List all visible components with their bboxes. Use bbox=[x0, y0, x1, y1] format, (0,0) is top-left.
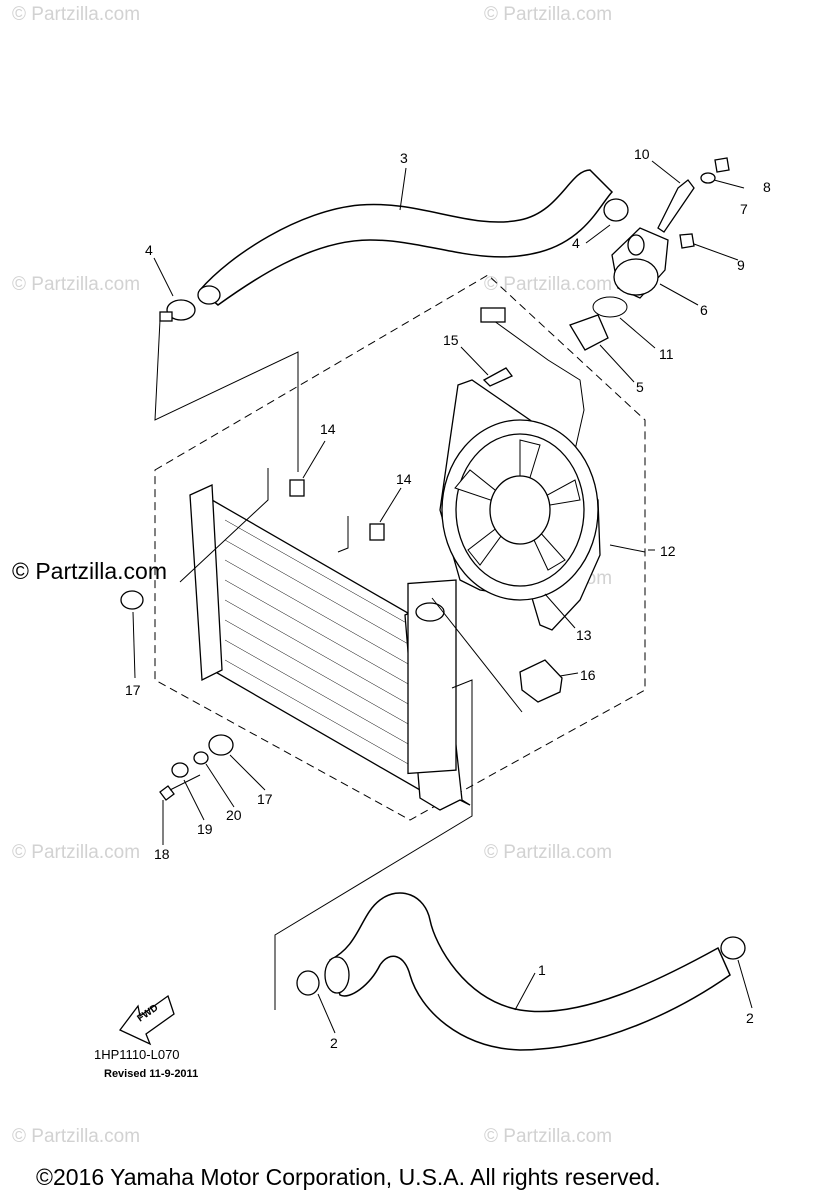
radiator-core bbox=[211, 498, 421, 792]
cover-outlet bbox=[613, 258, 659, 296]
callout-17: 17 bbox=[125, 682, 141, 698]
cover-neck bbox=[627, 234, 645, 256]
diagram-code: 1HP1110-L070 bbox=[94, 1047, 180, 1062]
watermark: © Partzilla.com bbox=[484, 1126, 613, 1147]
watermark: © Partzilla.com bbox=[12, 4, 141, 25]
washer bbox=[171, 762, 189, 778]
callout-14: 14 bbox=[320, 421, 336, 437]
lower-hose bbox=[329, 892, 731, 1051]
callout-4: 4 bbox=[145, 242, 153, 258]
fan-bolt bbox=[482, 367, 514, 387]
callout-2: 2 bbox=[330, 1035, 338, 1051]
watermark: © Partzilla.com bbox=[484, 274, 613, 295]
hose-end bbox=[197, 285, 221, 305]
callout-10: 10 bbox=[634, 146, 650, 162]
radiator-fins bbox=[224, 519, 411, 766]
radiator-cap bbox=[519, 659, 563, 703]
clip-nut bbox=[369, 523, 385, 541]
upper-hose bbox=[198, 169, 614, 306]
watermark: © Partzilla.com bbox=[12, 842, 141, 863]
copyright-footer: ©2016 Yamaha Motor Corporation, U.S.A. A… bbox=[36, 1164, 661, 1190]
fan-hub bbox=[489, 475, 551, 545]
hose-end bbox=[324, 956, 350, 994]
watermark: © Partzilla.com bbox=[484, 4, 613, 25]
thermostat bbox=[569, 314, 609, 351]
callout-12: 12 bbox=[660, 543, 676, 559]
callout-1: 1 bbox=[538, 962, 546, 978]
reference-lines bbox=[154, 319, 646, 1010]
callout-3: 3 bbox=[400, 150, 408, 166]
hose-clamp bbox=[603, 198, 629, 222]
fwd-arrow-icon: FWD bbox=[118, 994, 175, 1046]
callout-15: 15 bbox=[443, 332, 459, 348]
washer bbox=[700, 172, 716, 184]
callout-5: 5 bbox=[636, 379, 644, 395]
watermark: © Partzilla.com bbox=[484, 842, 613, 863]
leader-lines bbox=[132, 160, 753, 1034]
watermark: © Partzilla.com bbox=[12, 1126, 141, 1147]
grommet bbox=[208, 734, 234, 756]
watermark-dark: © Partzilla.com bbox=[12, 558, 167, 584]
hose-clamp bbox=[296, 970, 320, 996]
hose-clamp bbox=[720, 936, 746, 960]
callout-2: 2 bbox=[746, 1010, 754, 1026]
filler-neck bbox=[415, 602, 445, 622]
bolt bbox=[657, 179, 695, 233]
callout-8: 8 bbox=[763, 179, 771, 195]
callout-20: 20 bbox=[226, 807, 242, 823]
callout-17: 17 bbox=[257, 791, 273, 807]
clamp-tab bbox=[159, 311, 173, 322]
grommet bbox=[120, 590, 144, 610]
fan-connector bbox=[480, 307, 506, 323]
callout-18: 18 bbox=[154, 846, 170, 862]
o-ring bbox=[592, 296, 628, 318]
bolt bbox=[159, 785, 175, 801]
callout-6: 6 bbox=[700, 302, 708, 318]
callout-9: 9 bbox=[737, 257, 745, 273]
callout-19: 19 bbox=[197, 821, 213, 837]
callout-16: 16 bbox=[580, 667, 596, 683]
radiator-side-tank bbox=[407, 579, 457, 775]
callout-4: 4 bbox=[572, 235, 580, 251]
collar bbox=[193, 751, 209, 765]
callout-7: 7 bbox=[740, 201, 748, 217]
bolt bbox=[714, 157, 730, 173]
callout-13: 13 bbox=[576, 627, 592, 643]
callout-11: 11 bbox=[659, 346, 674, 362]
bolt bbox=[679, 233, 695, 249]
callout-14: 14 bbox=[396, 471, 412, 487]
clip-nut bbox=[289, 479, 305, 497]
watermark: © Partzilla.com bbox=[12, 274, 141, 295]
fan-wire bbox=[489, 317, 585, 451]
hose-clamp bbox=[166, 299, 196, 321]
revision-date: Revised 11-9-2011 bbox=[104, 1068, 199, 1080]
radiator-left-tank bbox=[189, 484, 223, 682]
